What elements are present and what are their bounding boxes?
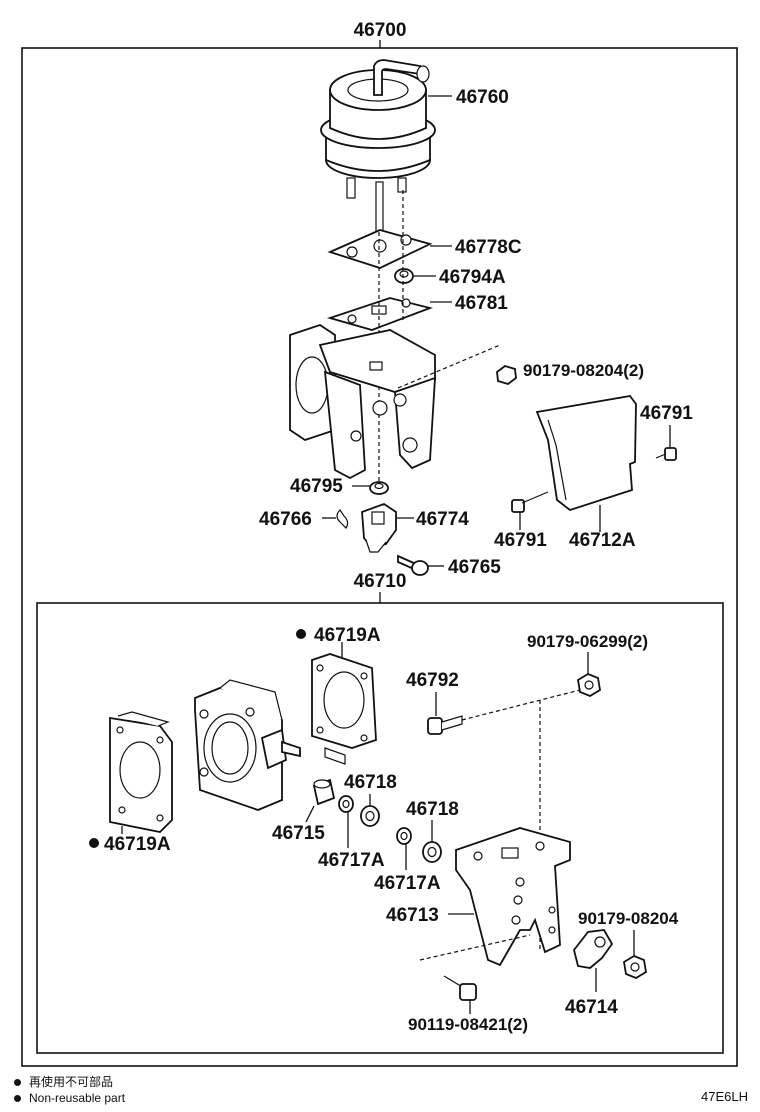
- label-46791-top: 46791: [640, 403, 693, 424]
- label-46778c: 46778C: [455, 237, 522, 258]
- screw-46792: [427, 715, 463, 735]
- clip-46766: [336, 509, 349, 529]
- washer-46795: [369, 481, 389, 495]
- bullet-icon: [14, 1095, 21, 1103]
- label-46719a-top: 46719A: [314, 625, 381, 646]
- non-reusable-marker: [89, 838, 99, 848]
- label-46717a-a: 46717A: [318, 850, 385, 871]
- label-46795: 46795: [290, 476, 343, 497]
- washer-46717a-a: [338, 795, 354, 813]
- label-90119-08421-2: 90119-08421(2): [408, 1015, 528, 1034]
- label-46794a: 46794A: [439, 267, 506, 288]
- bracket-46713: [455, 827, 571, 967]
- label-46760: 46760: [456, 87, 509, 108]
- gasket-46719a-left: [109, 711, 173, 833]
- label-46719a-left: 46719A: [104, 834, 171, 855]
- link-46774: [361, 502, 397, 553]
- label-46791-bottom: 46791: [494, 530, 547, 551]
- nut-46718-a: [360, 805, 380, 827]
- nut-90179-06299: [577, 672, 601, 698]
- label-46712a: 46712A: [569, 530, 636, 551]
- label-46713: 46713: [386, 905, 439, 926]
- label-46718-b: 46718: [406, 799, 459, 820]
- gasket-46781: [326, 297, 434, 331]
- throttle-body-46710: [194, 679, 301, 811]
- label-46781: 46781: [455, 293, 508, 314]
- label-90179-06299-2: 90179-06299(2): [527, 632, 648, 651]
- diagram-code: 47E6LH: [701, 1089, 748, 1104]
- gasket-46719a-top: [311, 653, 377, 765]
- label-46765: 46765: [448, 557, 501, 578]
- bracket-46712a: [535, 395, 637, 512]
- nut-90179-08204: [496, 365, 517, 385]
- label-46766: 46766: [259, 509, 312, 530]
- vacuum-actuator-46760: [320, 59, 436, 233]
- label-90179-08204-2: 90179-08204(2): [523, 361, 644, 380]
- nut-90179-08204-lower: [623, 954, 647, 980]
- bolt-90119-08421: [443, 975, 477, 1001]
- pin-46765: [397, 554, 429, 576]
- label-90179-08204: 90179-08204: [578, 909, 679, 928]
- label-46714: 46714: [565, 997, 618, 1018]
- legend-japanese-text: 再使用不可部品: [29, 1075, 114, 1089]
- label-46718-a: 46718: [344, 772, 397, 793]
- label-46717a-b: 46717A: [374, 873, 441, 894]
- bushing-46715: [312, 778, 336, 806]
- label-46715: 46715: [272, 823, 325, 844]
- label-46710: 46710: [354, 571, 407, 592]
- label-46774: 46774: [416, 509, 469, 530]
- non-reusable-marker: [296, 629, 306, 639]
- label-46792: 46792: [406, 670, 459, 691]
- bolt-46791-bottom: [511, 491, 549, 513]
- legend-english-text: Non-reusable part: [29, 1091, 126, 1105]
- nut-46718-b: [422, 841, 442, 863]
- bolt-46791-top: [655, 447, 677, 461]
- gasket-plate-46778c: [327, 229, 433, 269]
- legend-row-japanese: 再使用不可部品: [14, 1073, 113, 1090]
- throttle-body-upper: [289, 324, 436, 480]
- washer-46717a-b: [396, 827, 412, 845]
- lever-46714: [573, 929, 614, 969]
- label-assembly: 46700: [354, 20, 407, 41]
- legend-row-english: Non-reusable part: [14, 1091, 125, 1105]
- bullet-icon: [14, 1079, 21, 1087]
- nut-46794a: [394, 268, 414, 284]
